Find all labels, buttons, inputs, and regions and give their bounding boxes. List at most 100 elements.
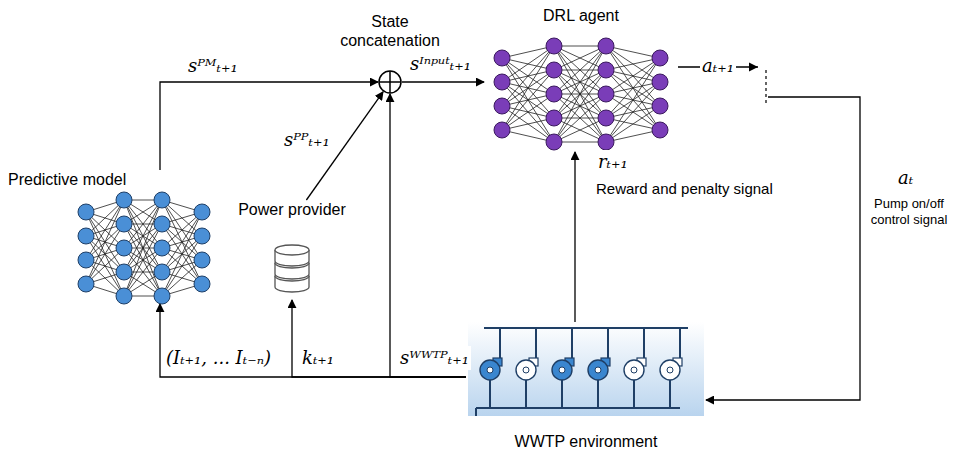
annotation-text: Reward and penalty signal	[596, 180, 773, 198]
pump-symbol	[516, 360, 536, 380]
pump-symbol	[624, 360, 644, 380]
node-illustration	[6, 170, 220, 304]
pump-hub	[523, 367, 529, 373]
net-link	[554, 46, 606, 118]
net-neuron	[494, 98, 510, 114]
net-neuron	[116, 288, 132, 304]
net-neuron	[598, 110, 614, 126]
net-link	[606, 106, 660, 142]
node-illustration	[484, 6, 678, 152]
drawing-stroke	[535, 328, 537, 360]
switch-mark	[765, 70, 766, 104]
drawing-stroke	[499, 328, 501, 360]
net-neuron	[598, 62, 614, 78]
pump-symbol	[552, 360, 572, 380]
drawing-stroke	[597, 380, 599, 408]
net-neuron	[116, 216, 132, 232]
net-link	[606, 58, 660, 94]
signal-label: kₜ₊₁	[300, 346, 336, 370]
net-neuron	[546, 62, 562, 78]
node-label: DRL agent	[484, 6, 678, 25]
net-neuron	[154, 264, 170, 280]
drl-agent: DRL agent	[484, 6, 678, 152]
signal-label: sᴾᴹₜ₊₁	[186, 54, 240, 78]
net-link	[124, 224, 162, 296]
net-neuron	[194, 276, 210, 292]
drawing-stroke	[379, 71, 401, 93]
signal-label: (Iₜ₊₁, ... Iₜ₋ₙ)	[164, 346, 273, 370]
drawing-stroke	[489, 380, 491, 408]
net-neuron	[546, 38, 562, 54]
net-neuron	[598, 134, 614, 150]
net-neuron	[78, 204, 94, 220]
net-neuron	[78, 252, 94, 268]
drawing-stroke	[561, 380, 563, 408]
net-link	[554, 46, 606, 70]
drawing-stroke	[379, 81, 401, 83]
connector-arrow	[574, 152, 575, 322]
drawing-stroke	[633, 380, 635, 408]
net-link	[124, 224, 162, 296]
drawing-stroke	[679, 328, 681, 360]
wwtp-ground	[468, 322, 704, 416]
node-label: Predictive model	[6, 170, 220, 189]
pump-hub	[667, 367, 673, 373]
net-neuron	[652, 50, 668, 66]
net-link	[502, 106, 554, 142]
net-neuron	[546, 110, 562, 126]
power-provider: Power provider	[232, 200, 352, 300]
net-link	[554, 46, 606, 70]
pump-hub	[631, 367, 637, 373]
node-label: Power provider	[232, 200, 352, 219]
signal-label: sᴾᴾₜ₊₁	[282, 128, 332, 152]
net-link	[502, 94, 554, 130]
net-neuron	[652, 74, 668, 90]
connector-arrow	[678, 67, 860, 400]
drawing-stroke	[669, 380, 671, 408]
net-neuron	[598, 86, 614, 102]
net-neuron	[116, 240, 132, 256]
predictive-model: Predictive model	[6, 170, 220, 304]
drawing-stroke	[571, 328, 573, 360]
net-neuron	[116, 192, 132, 208]
net-neuron	[494, 122, 510, 138]
pump-hub	[559, 367, 565, 373]
pump-symbol	[588, 360, 608, 380]
net-link	[554, 46, 606, 118]
net-link	[554, 118, 606, 142]
net-link	[554, 70, 606, 142]
circle-plus	[378, 70, 402, 94]
net-neuron	[78, 228, 94, 244]
node-label: State concatenation	[331, 12, 449, 50]
pump-symbol	[660, 360, 680, 380]
net-neuron	[494, 50, 510, 66]
net-link	[606, 46, 660, 106]
signal-label: aₜ	[896, 166, 915, 190]
net-neuron	[598, 38, 614, 54]
net-neuron	[154, 192, 170, 208]
signal-label: sᴵⁿᵖᵘᵗₜ₊₁	[408, 52, 473, 76]
net-neuron	[116, 264, 132, 280]
net-neuron	[652, 122, 668, 138]
connector-arrow	[160, 82, 378, 170]
net-link	[554, 70, 606, 142]
header-pipe	[476, 407, 680, 409]
wwtp-environment: WWTP environment	[466, 322, 706, 456]
pump-hub	[487, 367, 493, 373]
net-neuron	[154, 216, 170, 232]
net-neuron	[154, 288, 170, 304]
net-neuron	[546, 86, 562, 102]
drawing-stroke	[525, 380, 527, 408]
net-neuron	[546, 134, 562, 150]
header-pipe	[484, 327, 688, 329]
inlet-pipe	[475, 408, 477, 416]
pump-symbol	[480, 360, 500, 380]
signal-label: aₜ₊₁	[700, 54, 736, 78]
drawing-stroke	[607, 328, 609, 360]
net-neuron	[194, 228, 210, 244]
net-neuron	[194, 252, 210, 268]
net-neuron	[494, 74, 510, 90]
signal-label: rₜ₊₁	[596, 150, 630, 174]
net-link	[606, 58, 660, 118]
net-link	[124, 200, 162, 272]
